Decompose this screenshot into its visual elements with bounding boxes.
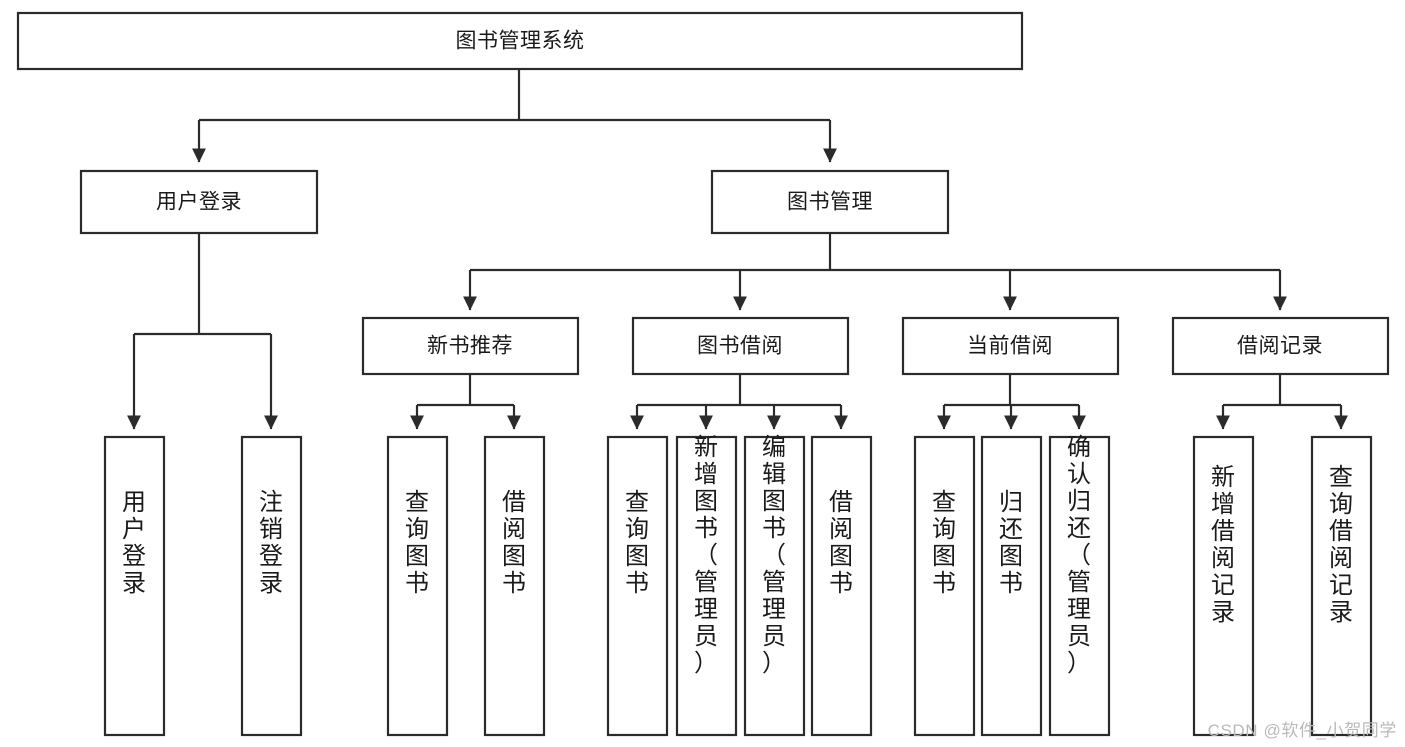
leaf-borrowrecord-add-record-label: 新增借阅记录 <box>1211 464 1235 626</box>
leaf-bookborrow-query-book-label: 查询图书 <box>625 489 649 597</box>
connector-bookborrow-to-leaves <box>630 374 848 430</box>
leaf-borrowrecord-query-record[interactable]: 查询借阅记录 <box>1310 435 1373 737</box>
leaf-currentborrow-return-book[interactable]: 归还图书 <box>980 435 1043 737</box>
node-new-book-recommend[interactable]: 新书推荐 <box>361 316 580 376</box>
leaf-bookborrow-add-book[interactable]: 新增图书（管理员） <box>675 434 738 737</box>
connector-currentborrow-to-leaves <box>937 374 1086 430</box>
leaf-borrowrecord-add-record[interactable]: 新增借阅记录 <box>1192 435 1255 737</box>
leaf-currentborrow-confirm-return[interactable]: 确认归还（管理员） <box>1048 434 1111 737</box>
leaf-borrowrecord-query-record-label: 查询借阅记录 <box>1329 464 1353 626</box>
leaf-bookborrow-edit-book[interactable]: 编辑图书（管理员） <box>743 434 806 737</box>
leaf-newbook-borrow-book[interactable]: 借阅图书 <box>483 435 546 737</box>
leaf-bookborrow-borrow-book[interactable]: 借阅图书 <box>810 435 873 737</box>
leaf-newbook-borrow-book-label: 借阅图书 <box>502 489 526 597</box>
node-new-book-recommend-label: 新书推荐 <box>427 335 513 358</box>
leaf-currentborrow-query-book-label: 查询图书 <box>932 489 956 597</box>
node-root-system-label: 图书管理系统 <box>456 30 585 53</box>
node-borrow-record-label: 借阅记录 <box>1237 335 1323 358</box>
node-user-login[interactable]: 用户登录 <box>79 169 319 235</box>
leaf-user-login-logout[interactable]: 注销登录 <box>240 435 303 737</box>
node-book-borrow[interactable]: 图书借阅 <box>631 316 850 376</box>
connector-bookmgmt-to-level3 <box>463 233 1287 311</box>
leaf-bookborrow-query-book[interactable]: 查询图书 <box>606 435 669 737</box>
node-current-borrow-label: 当前借阅 <box>967 335 1053 358</box>
node-user-login-label: 用户登录 <box>156 191 242 214</box>
node-borrow-record[interactable]: 借阅记录 <box>1171 316 1390 376</box>
leaf-newbook-query-book-label: 查询图书 <box>405 489 429 597</box>
leaf-user-login-login-label: 用户登录 <box>122 489 146 597</box>
leaf-bookborrow-borrow-book-label: 借阅图书 <box>829 489 853 597</box>
leaf-newbook-query-book[interactable]: 查询图书 <box>386 435 449 737</box>
leaf-currentborrow-return-book-label: 归还图书 <box>999 489 1023 597</box>
connector-borrowrecord-to-leaves <box>1216 374 1348 430</box>
node-root-system[interactable]: 图书管理系统 <box>16 11 1024 71</box>
node-book-management-label: 图书管理 <box>787 191 873 214</box>
connector-root-to-level2 <box>192 69 837 163</box>
node-book-management[interactable]: 图书管理 <box>710 169 950 235</box>
connector-userlogin-to-leaves <box>127 233 278 430</box>
node-book-borrow-label: 图书借阅 <box>697 335 783 358</box>
leaf-bookborrow-edit-book-label: 编辑图书（管理员） <box>762 434 786 677</box>
leaf-currentborrow-query-book[interactable]: 查询图书 <box>913 435 976 737</box>
leaf-user-login-logout-label: 注销登录 <box>259 489 283 597</box>
connector-newbook-to-leaves <box>410 374 521 430</box>
leaf-currentborrow-confirm-return-label: 确认归还（管理员） <box>1067 434 1091 677</box>
leaf-bookborrow-add-book-label: 新增图书（管理员） <box>694 434 718 677</box>
node-current-borrow[interactable]: 当前借阅 <box>901 316 1120 376</box>
leaf-user-login-login[interactable]: 用户登录 <box>103 435 166 737</box>
